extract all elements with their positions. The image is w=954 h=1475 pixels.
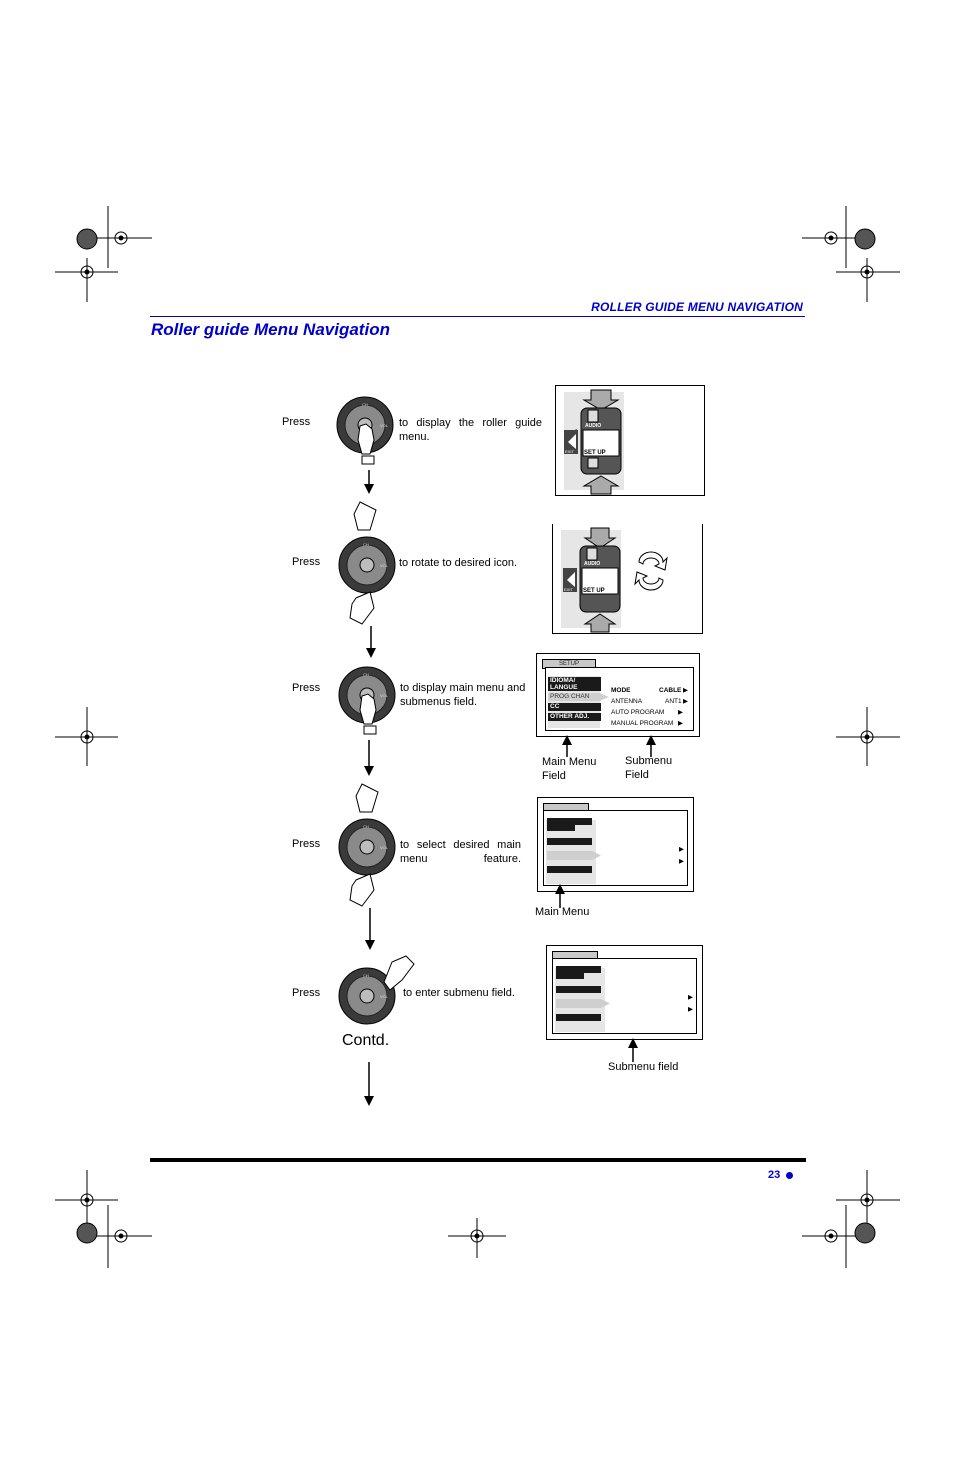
step-description: to select desired main menu feature. <box>400 839 521 865</box>
step-description: to enter submenu field. <box>403 987 515 999</box>
main-menu-field-label: Main Menu Field <box>542 756 597 782</box>
arrow-right-icon: ▶ <box>688 1006 693 1013</box>
svg-text:CH: CH <box>362 402 368 407</box>
remote-button: CH VOL <box>336 952 426 1025</box>
section-header: ROLLER GUIDE MENU NAVIGATION <box>591 300 803 314</box>
submenu-value: CABLE <box>659 687 682 694</box>
main-menu-screen: ▶ ▶ <box>537 797 694 892</box>
page-number: 23 <box>768 1169 781 1181</box>
pointer-arrow <box>646 735 656 757</box>
flow-arrow <box>365 908 375 950</box>
pointer-arrow <box>628 1038 638 1062</box>
remote-dial-icon: CH VOL <box>338 501 396 625</box>
press-label: Press <box>292 682 321 694</box>
svg-text:SET UP: SET UP <box>583 588 605 594</box>
svg-text:VOL: VOL <box>380 845 389 850</box>
svg-text:CH: CH <box>363 672 369 677</box>
setup-menu-screen: SETUP IDIOMA/ LANGUE PROG CHAN CC OTHER … <box>536 653 700 737</box>
svg-text:CH: CH <box>363 542 369 547</box>
svg-text:SET UP: SET UP <box>584 450 606 456</box>
continued-label: Contd. <box>342 1032 390 1049</box>
arrow-right-icon: ▶ <box>683 698 688 705</box>
submenu-screen: ▶ ▶ <box>546 945 703 1040</box>
roller-rotate-display: AUDIO SET UP EXIT <box>552 524 703 634</box>
press-label: Press <box>292 556 321 568</box>
svg-text:VOL: VOL <box>380 563 389 568</box>
main-menu-item: IDIOMA/ LANGUE <box>548 677 601 691</box>
footer-rule <box>150 1158 806 1162</box>
remote-dial-icon: CH VOL <box>338 666 396 735</box>
submenu-field-label: Submenu field <box>608 1061 679 1073</box>
svg-text:EXIT: EXIT <box>565 449 574 454</box>
remote-dial-icon: CH VOL <box>338 955 415 1025</box>
arrow-right-icon: ▶ <box>683 687 688 694</box>
pointer-arrow <box>555 884 565 908</box>
main-menu-item: OTHER ADJ. <box>548 713 601 721</box>
flow-arrow <box>364 470 374 494</box>
remote-dial-icon: CH VOL <box>336 396 394 465</box>
flow-arrow <box>366 626 376 658</box>
submenu-value: ANT1 <box>665 698 682 705</box>
svg-text:AUDIO: AUDIO <box>585 423 601 429</box>
page-title: Roller guide Menu Navigation <box>151 320 390 339</box>
arrow-right-icon: ▶ <box>678 709 683 716</box>
press-label: Press <box>292 838 321 850</box>
remote-button: CH VOL <box>336 396 394 468</box>
svg-text:EXIT: EXIT <box>564 587 573 592</box>
step-description: to display main menu and submenus field. <box>400 682 526 708</box>
step-description: to display the roller guide menu. <box>399 417 542 443</box>
bullet-icon <box>786 1172 793 1179</box>
submenu-label: ANTENNA <box>611 698 643 705</box>
roller-guide-display: AUDIO SET UP EXIT <box>555 385 705 496</box>
svg-text:CH: CH <box>363 824 369 829</box>
remote-button: CH VOL <box>336 782 398 910</box>
step-description: to rotate to desired icon. <box>399 557 518 569</box>
svg-text:VOL: VOL <box>380 994 389 999</box>
pointer-arrow <box>562 735 572 757</box>
press-label: Press <box>282 416 311 428</box>
arrow-right-icon: ▶ <box>679 846 684 853</box>
submenu-field-label: Submenu Field <box>625 755 673 781</box>
submenu-label: MODE <box>611 687 631 694</box>
main-menu-item: CC <box>548 703 601 711</box>
arrow-right-icon: ▶ <box>688 994 693 1001</box>
main-menu-item-selected: PROG CHAN <box>548 693 601 701</box>
header-rule <box>150 316 805 317</box>
arrow-right-icon: ▶ <box>679 858 684 865</box>
remote-button: CH VOL <box>336 500 398 628</box>
svg-text:CH: CH <box>363 973 369 978</box>
flow-arrow <box>364 740 374 776</box>
main-menu-label: Main Menu <box>535 906 590 918</box>
svg-text:AUDIO: AUDIO <box>584 561 600 567</box>
remote-button: CH VOL <box>336 666 398 738</box>
svg-text:VOL: VOL <box>380 693 389 698</box>
arrow-right-icon: ▶ <box>678 720 683 727</box>
press-label: Press <box>292 987 321 999</box>
submenu-label: MANUAL PROGRAM <box>611 720 674 727</box>
remote-dial-icon: CH VOL <box>338 783 396 907</box>
flow-arrow <box>364 1062 374 1106</box>
submenu-label: AUTO PROGRAM <box>611 709 665 716</box>
svg-text:VOL: VOL <box>380 423 389 428</box>
